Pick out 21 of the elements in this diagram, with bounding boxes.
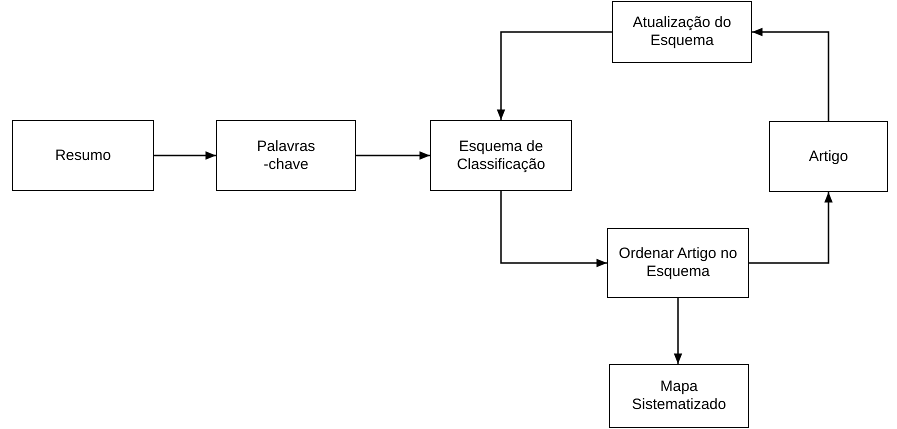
process-box: [609, 364, 749, 428]
box-label: Resumo: [54, 146, 112, 164]
box-label: Artigo: [808, 148, 850, 166]
process-box: [430, 120, 572, 191]
arrow: [356, 151, 430, 160]
arrow: [752, 28, 830, 121]
arrow: [496, 31, 612, 120]
process-box: [612, 1, 752, 63]
arrow: [154, 151, 216, 160]
process-box: [12, 120, 154, 191]
box-label: Palavras -chave: [256, 138, 316, 174]
process-box: [216, 120, 356, 191]
arrow: [500, 191, 607, 268]
box-label: Esquema de Classificação: [456, 138, 546, 174]
process-box: [769, 121, 888, 192]
box-label: Atualização do Esquema: [632, 14, 732, 50]
process-box: [607, 228, 749, 298]
box-label: Ordenar Artigo no Esquema: [618, 245, 738, 281]
arrow: [674, 298, 682, 364]
arrow: [749, 192, 833, 264]
box-label: Mapa Sistematizado: [630, 378, 728, 414]
